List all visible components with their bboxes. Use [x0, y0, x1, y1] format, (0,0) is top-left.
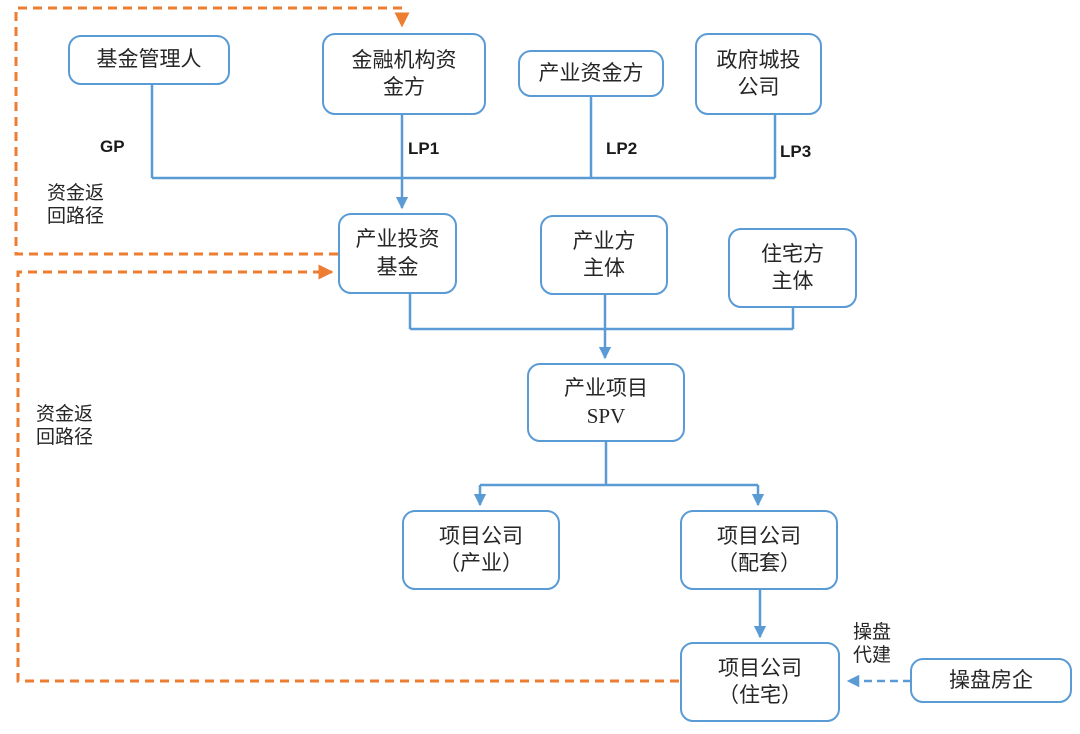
node-fund-manager: 基金管理人: [68, 35, 230, 85]
node-industry-lp: 产业资金方: [518, 50, 664, 97]
node-pc-residential: 项目公司 （住宅）: [680, 642, 840, 722]
node-fund: 产业投资 基金: [338, 213, 457, 294]
node-pc-supporting: 项目公司 （配套）: [680, 510, 838, 590]
label-lp1: LP1: [408, 139, 440, 158]
node-financial-lp: 金融机构资 金方: [322, 33, 486, 115]
return-path-fund-to-lp1: [14, 6, 410, 256]
label-lp3: LP3: [780, 142, 812, 161]
label-operator-role: 操盘 代建: [853, 622, 892, 666]
return-path-residential-to-fund: [16, 264, 679, 683]
node-spv: 产业项目 SPV: [527, 363, 685, 442]
label-return-path-top: 资金返 回路径: [47, 183, 105, 227]
node-residential-entity: 住宅方 主体: [728, 228, 857, 308]
label-return-path-bottom: 资金返 回路径: [36, 404, 94, 448]
node-operator: 操盘房企: [910, 658, 1072, 703]
label-lp2: LP2: [606, 139, 638, 158]
label-gp: GP: [100, 137, 125, 156]
node-industry-entity: 产业方 主体: [540, 215, 668, 295]
node-pc-industry: 项目公司 （产业）: [402, 510, 560, 590]
node-gov-lp: 政府城投 公司: [695, 33, 822, 115]
